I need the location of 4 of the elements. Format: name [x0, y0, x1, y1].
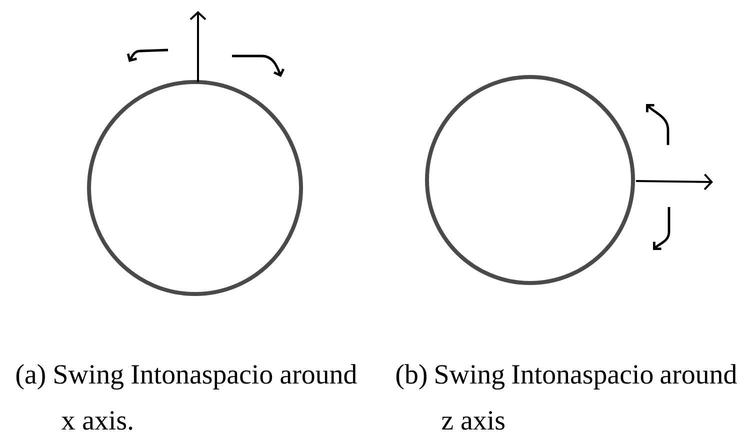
ring-drawing: [87, 80, 303, 296]
caption: (a) Swing Intonaspacio around x axis.: [16, 364, 357, 430]
caption: (b) Swing Intonaspacio around z axis: [396, 364, 737, 430]
ring-drawing: [425, 75, 635, 285]
